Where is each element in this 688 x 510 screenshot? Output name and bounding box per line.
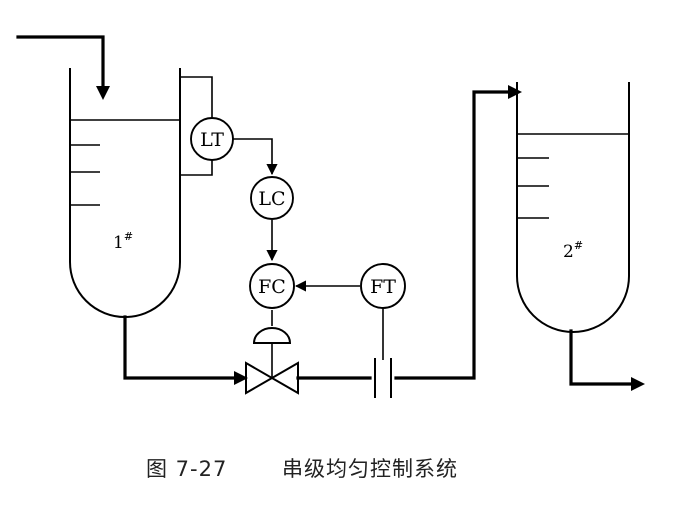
signal-lt-to-lc — [232, 138, 278, 176]
lc-bubble — [250, 176, 294, 220]
lt-instrument: LT — [190, 117, 234, 161]
valve-body — [245, 361, 299, 395]
tank-1: 1# — [69, 68, 181, 318]
valve-actuator — [252, 327, 292, 344]
tank-2: 2# — [516, 82, 630, 333]
level-transmitter-taps — [180, 76, 213, 176]
process-pipe — [123, 85, 522, 385]
inlet-pipe — [16, 35, 110, 100]
ft-instrument: FT — [360, 263, 406, 309]
fc-instrument: FC — [249, 263, 295, 309]
tank-2-number: 2 — [563, 242, 574, 262]
control-valve — [245, 327, 299, 395]
tank-1-mark: # — [124, 230, 133, 243]
tank-1-vessel — [69, 68, 181, 318]
fc-bubble — [249, 263, 295, 309]
figure-caption: 图 7-27 串级均匀控制系统 — [146, 457, 458, 481]
tank-1-number: 1 — [113, 233, 124, 253]
tank-2-label: 2# — [563, 239, 583, 262]
tank-2-mark: # — [574, 239, 583, 252]
orifice-plate — [374, 358, 392, 398]
ft-bubble — [360, 263, 406, 309]
caption-title: 串级均匀控制系统 — [282, 457, 458, 481]
lt-label: LT — [200, 129, 224, 151]
ft-label: FT — [370, 276, 396, 298]
tank-2-vessel — [516, 82, 630, 333]
fc-label: FC — [258, 276, 286, 298]
signal-lines — [232, 138, 384, 360]
lc-instrument: LC — [250, 176, 294, 220]
lc-label: LC — [258, 188, 285, 210]
caption-figure-number: 图 7-27 — [146, 457, 227, 481]
outlet-pipe — [569, 329, 645, 391]
lt-bubble — [190, 117, 234, 161]
tank-1-label: 1# — [113, 230, 133, 253]
